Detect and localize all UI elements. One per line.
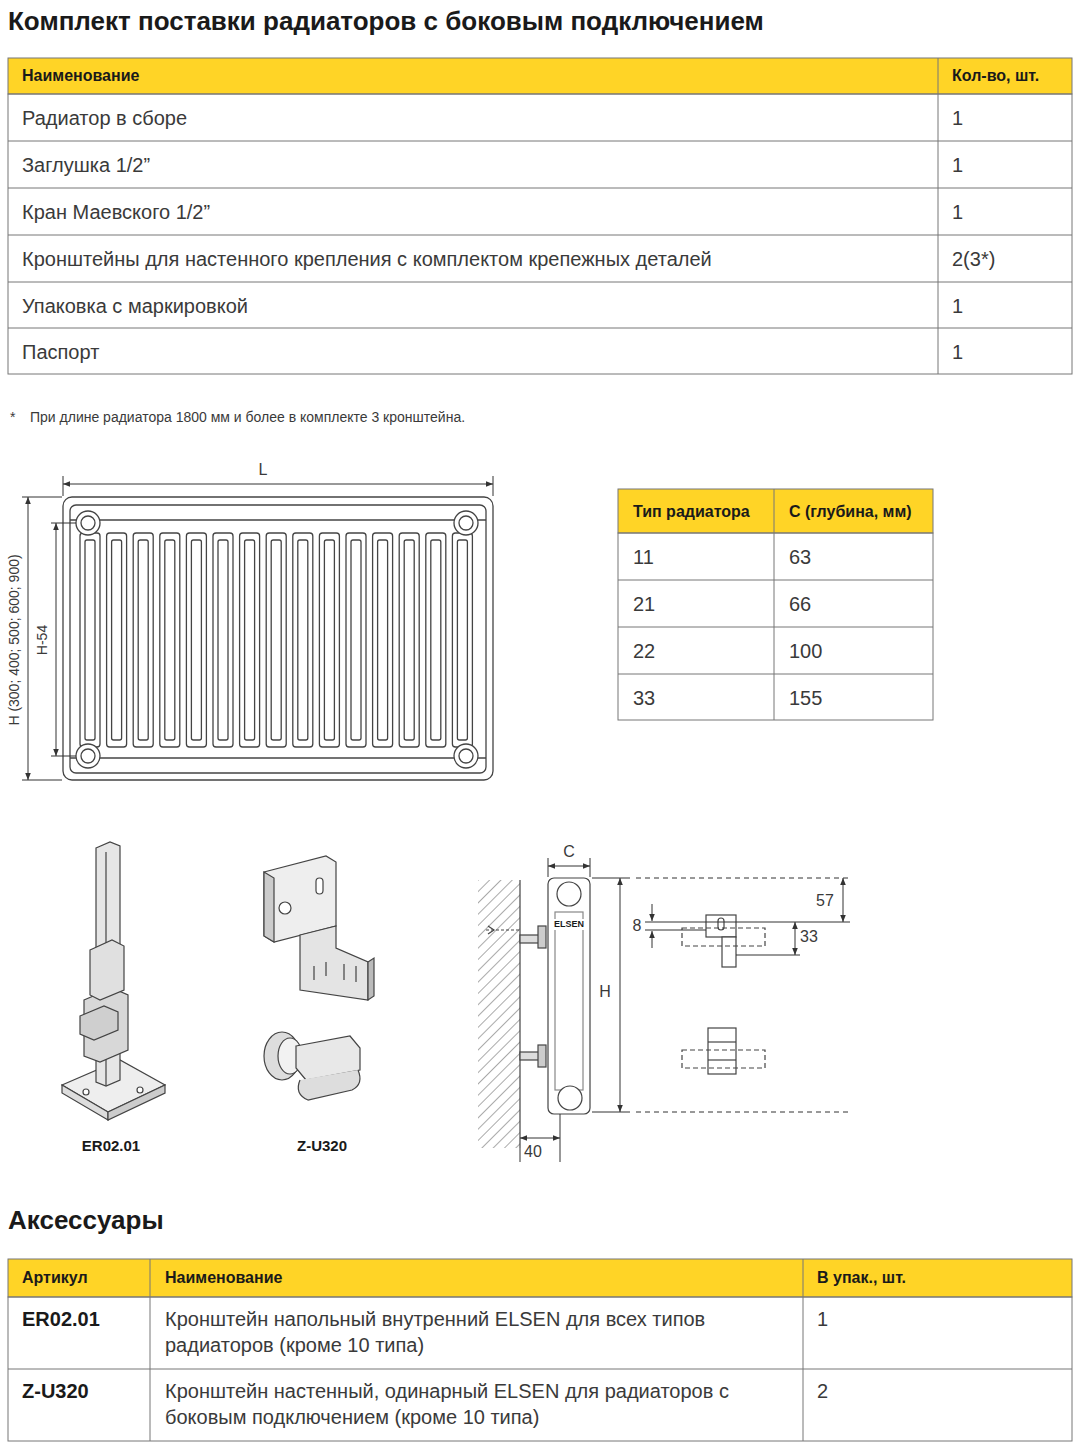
table-cell: 21: [633, 592, 655, 616]
radiator-slat-inner: [138, 540, 148, 740]
table-cell: 2(3*): [952, 247, 995, 271]
table-cell: 155: [789, 686, 822, 710]
radiator-slat-inner: [378, 540, 388, 740]
table-cell: 22: [633, 639, 655, 663]
table-cell: 1: [952, 340, 963, 364]
radiator-slat-inner: [271, 540, 281, 740]
table-cell: 100: [789, 639, 822, 663]
dimension: H (300; 400; 500; 600; 900): [7, 554, 21, 725]
dimension: 40: [524, 1142, 542, 1161]
table-cell: Кронштейн настенный, одинарный ELSEN для…: [165, 1378, 790, 1430]
table-cell: ER02.01: [22, 1307, 100, 1331]
radiator-slat: [160, 533, 180, 747]
radiator-slat: [426, 533, 446, 747]
radiator-slat: [107, 533, 127, 747]
radiator-slat-inner: [245, 540, 255, 740]
table-header: Наименование: [22, 66, 139, 85]
table-cell: Радиатор в сборе: [22, 106, 187, 130]
radiator-slat-inner: [324, 540, 334, 740]
part-label: Z-U320: [297, 1137, 347, 1155]
side-dimensions: [520, 858, 850, 1162]
floor-bracket-drawing: [62, 842, 165, 1120]
table-cell: 33: [633, 686, 655, 710]
radiator-slat-inner: [165, 540, 175, 740]
page-title: Комплект поставки радиаторов с боковым п…: [8, 6, 764, 37]
depth-table: [618, 489, 933, 720]
table-cell: Заглушка 1/2”: [22, 153, 150, 177]
radiator-slat: [240, 533, 260, 747]
table-cell: 1: [952, 294, 963, 318]
table-cell: Кронштейны для настенного крепления с ко…: [22, 247, 712, 271]
supply-table: [8, 58, 1072, 374]
table-cell: Z-U320: [22, 1379, 89, 1403]
radiator-slat-inner: [298, 540, 308, 740]
radiator-slat: [373, 533, 393, 747]
table-header: С (глубина, мм): [789, 502, 912, 521]
radiator-slat: [133, 533, 153, 747]
radiator-slat: [399, 533, 419, 747]
radiator-slat-inner: [457, 540, 467, 740]
radiator-slat: [452, 533, 472, 747]
dimension: 33: [800, 927, 818, 946]
dimension: 8: [633, 916, 642, 935]
table-cell: 11: [633, 545, 654, 569]
radiator-slat: [186, 533, 206, 747]
radiator-slat-inner: [112, 540, 122, 740]
table-header: Наименование: [165, 1268, 282, 1287]
table-header: Кол-во, шт.: [952, 66, 1039, 85]
radiator-slat: [80, 533, 100, 747]
dimension: H-54: [35, 625, 49, 655]
footnote-mark: *: [10, 409, 15, 426]
dimension: H: [599, 982, 611, 1001]
table-cell: 66: [789, 592, 811, 616]
table-header: В упак., шт.: [817, 1268, 906, 1287]
table-cell: Паспорт: [22, 340, 99, 364]
table-cell: Упаковка с маркировкой: [22, 294, 248, 318]
radiator-slat: [319, 533, 339, 747]
radiator-slat-inner: [404, 540, 414, 740]
dimension: 57: [816, 891, 834, 910]
table-cell: 1: [952, 200, 963, 224]
radiator-slat-inner: [218, 540, 228, 740]
part-label: ER02.01: [82, 1137, 140, 1155]
dimension-lines: [22, 476, 493, 780]
corner-plugs: [76, 511, 478, 768]
footnote: При длине радиатора 1800 мм и более в ко…: [30, 409, 465, 426]
table-cell: 1: [952, 106, 963, 130]
side-view: [478, 878, 765, 1148]
radiator-slat: [213, 533, 233, 747]
wall-bracket-drawing: [264, 856, 374, 1100]
radiator-front-view: [63, 497, 493, 780]
table-cell: 2: [817, 1379, 828, 1403]
radiator-slat: [346, 533, 366, 747]
dimension: L: [259, 460, 268, 479]
table-cell: 1: [952, 153, 963, 177]
radiator-slat-inner: [85, 540, 95, 740]
brand-mark: ELSEN: [554, 919, 584, 930]
table-cell: 63: [789, 545, 811, 569]
radiator-slat-inner: [351, 540, 361, 740]
radiator-slat-inner: [191, 540, 201, 740]
radiator-slat: [293, 533, 313, 747]
dimension: C: [563, 842, 575, 861]
table-cell: 1: [817, 1307, 828, 1331]
radiator-slat-inner: [431, 540, 441, 740]
table-header: Тип радиатора: [633, 502, 750, 521]
table-header: Артикул: [22, 1268, 88, 1287]
section-heading: Аксессуары: [8, 1205, 164, 1236]
table-cell: Кронштейн напольный внутренний ELSEN для…: [165, 1306, 790, 1358]
table-cell: Кран Маевского 1/2”: [22, 200, 210, 224]
radiator-slat: [266, 533, 286, 747]
accessories-table: [8, 1259, 1072, 1441]
